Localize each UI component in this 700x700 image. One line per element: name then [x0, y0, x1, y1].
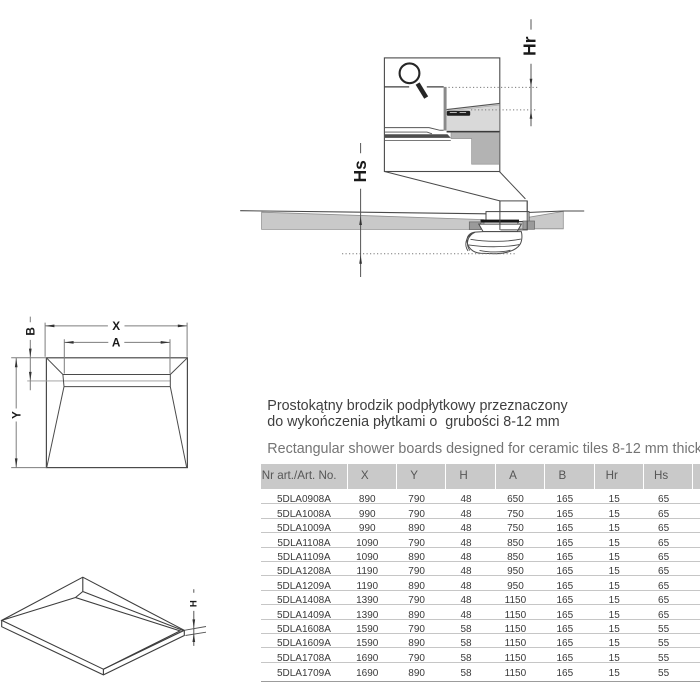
svg-text:Hr: Hr — [519, 36, 539, 56]
svg-text:Hs: Hs — [350, 160, 370, 182]
svg-text:X: X — [112, 319, 120, 333]
svg-text:H: H — [188, 600, 199, 607]
svg-text:B: B — [23, 327, 37, 336]
svg-text:A: A — [112, 336, 121, 350]
svg-text:Y: Y — [9, 411, 23, 419]
